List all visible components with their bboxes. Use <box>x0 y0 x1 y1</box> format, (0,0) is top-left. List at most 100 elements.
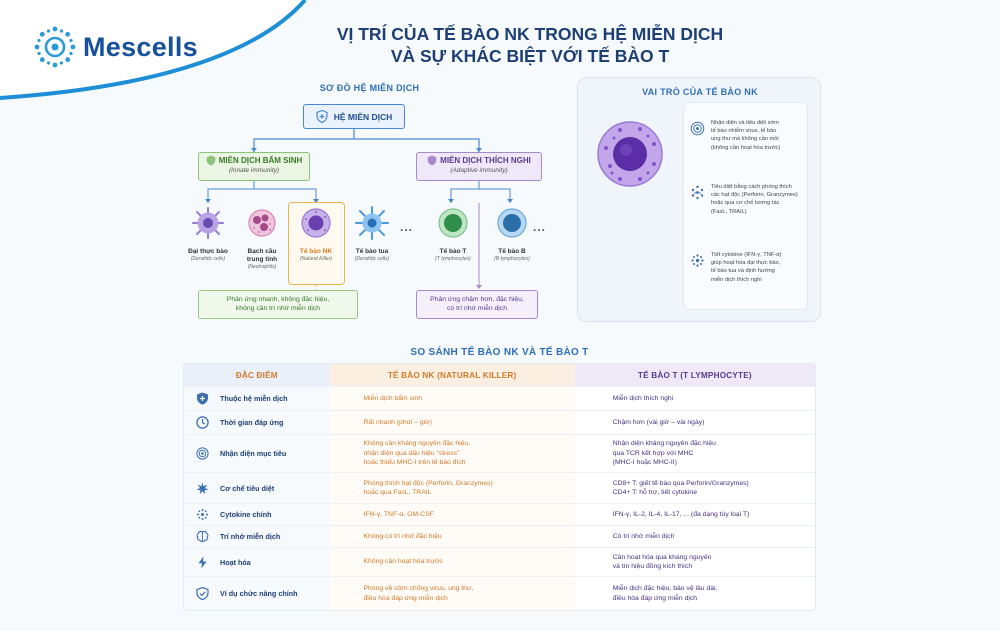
cell-name: Đại thực bào <box>188 248 228 255</box>
innate-immunity-sub: (Innate immunity) <box>228 167 280 174</box>
nk-role-list: Nhận diện và tiêu diệt sớm tế bào nhiễm … <box>683 102 808 310</box>
macrophage-cell[interactable]: Đại thực bào (Dendritic cells) <box>182 205 234 263</box>
nk-value: Miễn dịch bẩm sinh <box>329 387 575 410</box>
immune-system-diagram: SƠ ĐỒ HỆ MIỄN DỊCH HỆ MIỄN DỊCH MIỄN DỊC… <box>178 75 561 323</box>
granules-icon <box>691 185 704 200</box>
table-row: Hoạt hóa Không cần hoạt hóa trước Cần ho… <box>184 547 815 576</box>
cell-sub: (Natural Killer) <box>300 256 332 262</box>
brain-icon <box>196 530 209 542</box>
t-value: Chậm hơn (vài giờ – vài ngày) <box>612 418 705 426</box>
t-value: Miễn dịch đặc hiệu, bảo vệ lâu dài, điều… <box>612 585 718 602</box>
page-title-line2: VÀ SỰ KHÁC BIỆT VỚI TẾ BÀO T <box>390 46 670 66</box>
page-title: VỊ TRÍ CỦA TẾ BÀO NK TRONG HỆ MIỄN DỊCH … <box>250 23 810 67</box>
t-value: CD8+ T: giết tế bào qua Perforin/Granzym… <box>612 479 749 497</box>
brand-name: Mescells <box>83 31 198 62</box>
more-adaptive-cells: ... <box>533 220 547 234</box>
table-row: Cytokine chính IFN-γ, TNF-α, GM-CSF IFN-… <box>184 503 815 525</box>
dendritic-cell-icon <box>355 206 389 240</box>
t-value: Cần hoạt hóa qua kháng nguyên và tín hiệ… <box>612 553 712 571</box>
innate-response-note: Phản ứng nhanh, không đặc hiệu, không cầ… <box>198 290 358 319</box>
brand-logo[interactable]: Mescells <box>33 25 198 69</box>
nk-value: Không cần kháng nguyên đặc hiệu, nhận di… <box>329 435 575 472</box>
cell-sub: (Neutrophils) <box>247 264 277 270</box>
nk-value: Không cần hoạt hóa trước <box>329 548 575 576</box>
shield-icon <box>206 155 216 166</box>
shield-plus-icon <box>316 110 328 123</box>
nk-value: Không có trí nhớ đặc hiệu <box>329 526 575 547</box>
adaptive-immunity-label: MIỄN DỊCH THÍCH NGHI <box>440 156 531 165</box>
cell-sub: (Dendritic cells) <box>190 256 226 262</box>
table-row: Thuộc hệ miễn dịch Miễn dịch bẩm sinh Mi… <box>184 386 815 410</box>
target-icon <box>196 447 209 460</box>
more-innate-cells: ... <box>400 220 414 234</box>
shield-icon <box>427 155 437 166</box>
t-cell[interactable]: Tế bào T (T lymphocytes) <box>427 205 479 263</box>
clock-icon <box>196 416 209 429</box>
t-value: IFN-γ, IL-2, IL-4, IL-17, ... (đa dạng t… <box>612 510 750 518</box>
comparison-title: SO SÁNH TẾ BÀO NK VÀ TẾ BÀO T <box>410 347 589 358</box>
bolt-icon <box>198 556 207 568</box>
b-cell-icon <box>497 208 527 238</box>
dendritic-cell[interactable]: Tế bào tua (Dendritic cells) <box>346 205 398 263</box>
nk-role-item: Nhận diện và tiêu diệt sớm tế bào nhiễm … <box>690 119 805 152</box>
diagram-title: SƠ ĐỒ HỆ MIỄN DỊCH <box>319 83 420 93</box>
table-row: Nhận diện mục tiêu Không cần kháng nguyê… <box>184 434 815 472</box>
cell-sub: (T lymphocytes) <box>435 256 471 262</box>
t-value: Có trí nhớ miễn dịch <box>612 532 675 540</box>
neutrophil-cell[interactable]: Bạch cầu trung tính (Neutrophils) <box>236 205 288 271</box>
immune-system-label: HỆ MIỄN DỊCH <box>333 111 393 122</box>
nk-role-text: Tiêu diệt bằng cách phóng thích các hạt … <box>711 184 798 215</box>
neutrophil-icon <box>248 209 276 237</box>
header-feature: ĐẶC ĐIỂM <box>184 364 330 386</box>
nk-cell-icon <box>301 208 331 238</box>
t-cell-icon <box>438 208 468 238</box>
nk-role-title: VAI TRÒ CỦA TẾ BÀO NK <box>642 87 758 97</box>
nk-cell[interactable]: Tế bào NK (Natural Killer) <box>290 205 342 263</box>
feature-label: Nhận diện mục tiêu <box>220 449 287 458</box>
burst-icon <box>196 482 209 494</box>
cell-name: Tế bào NK <box>299 248 333 255</box>
adaptive-immunity-node[interactable]: MIỄN DỊCH THÍCH NGHI (Adaptive immunity) <box>416 152 542 181</box>
cell-sub: (Dendritic cells) <box>354 256 390 262</box>
logo-mark-icon <box>34 26 76 68</box>
feature-label: Cơ chế tiêu diệt <box>220 483 275 493</box>
nk-role-text: Tiết cytokine (IFN-γ, TNF-α) giúp hoạt h… <box>711 252 782 283</box>
feature-label: Ví dụ chức năng chính <box>220 589 298 598</box>
comparison-table: ĐẶC ĐIỂM TẾ BÀO NK (NATURAL KILLER) TẾ B… <box>183 363 816 611</box>
header-nk: TẾ BÀO NK (NATURAL KILLER) <box>329 364 575 386</box>
t-value: Nhận diện kháng nguyên đặc hiệu qua TCR … <box>612 440 716 467</box>
innate-immunity-label: MIỄN DỊCH BẨM SINH <box>218 156 303 165</box>
table-row: Thời gian đáp ứng Rất nhanh (phút – giờ)… <box>184 410 815 434</box>
cell-name: Tế bào tua <box>355 248 389 255</box>
feature-label: Thuộc hệ miễn dịch <box>220 394 288 403</box>
nk-role-text: Nhận diện và tiêu diệt sớm tế bào nhiễm … <box>711 120 781 151</box>
feature-label: Hoạt hóa <box>220 557 251 567</box>
shield-icon <box>197 392 208 405</box>
diagram-connectors <box>205 129 513 290</box>
cytokine-icon <box>691 254 704 267</box>
brand-swoosh <box>0 0 307 100</box>
innate-immunity-node[interactable]: MIỄN DỊCH BẨM SINH (Innate immunity) <box>198 152 310 181</box>
cytokine-icon <box>197 509 208 520</box>
nk-value: Rất nhanh (phút – giờ) <box>329 411 575 434</box>
nk-role-item: Tiêu diệt bằng cách phóng thích các hạt … <box>690 183 805 216</box>
table-row: Trí nhớ miễn dịch Không có trí nhớ đặc h… <box>184 525 815 547</box>
page-title-line1: VỊ TRÍ CỦA TẾ BÀO NK TRONG HỆ MIỄN DỊCH <box>336 24 724 44</box>
nk-value: Phóng thích hạt độc (Perforin, Granzymes… <box>329 473 575 503</box>
table-row: Cơ chế tiêu diệt Phóng thích hạt độc (Pe… <box>184 472 815 503</box>
immune-system-node[interactable]: HỆ MIỄN DỊCH <box>303 104 405 129</box>
cell-name: Tế bào T <box>439 248 467 255</box>
adaptive-immunity-sub: (Adaptive immunity) <box>450 167 508 174</box>
header-t: TẾ BÀO T (T LYMPHOCYTE) <box>574 364 815 386</box>
nk-value: Phòng vệ sớm chống virus, ung thư, điều … <box>329 577 575 610</box>
nk-cell-large-icon <box>597 121 663 187</box>
feature-label: Thời gian đáp ứng <box>220 418 284 427</box>
b-cell[interactable]: Tế bào B (B lymphocytes) <box>486 205 538 263</box>
feature-label: Trí nhớ miễn dịch <box>220 532 281 541</box>
nk-role-item: Tiết cytokine (IFN-γ, TNF-α) giúp hoạt h… <box>690 251 805 284</box>
table-row: Ví dụ chức năng chính Phòng vệ sớm chống… <box>184 576 815 610</box>
feature-label: Cytokine chính <box>220 510 272 519</box>
cell-name: Bạch cầu trung tính <box>246 248 278 263</box>
table-header: ĐẶC ĐIỂM TẾ BÀO NK (NATURAL KILLER) TẾ B… <box>184 364 815 386</box>
macrophage-icon <box>192 207 224 239</box>
